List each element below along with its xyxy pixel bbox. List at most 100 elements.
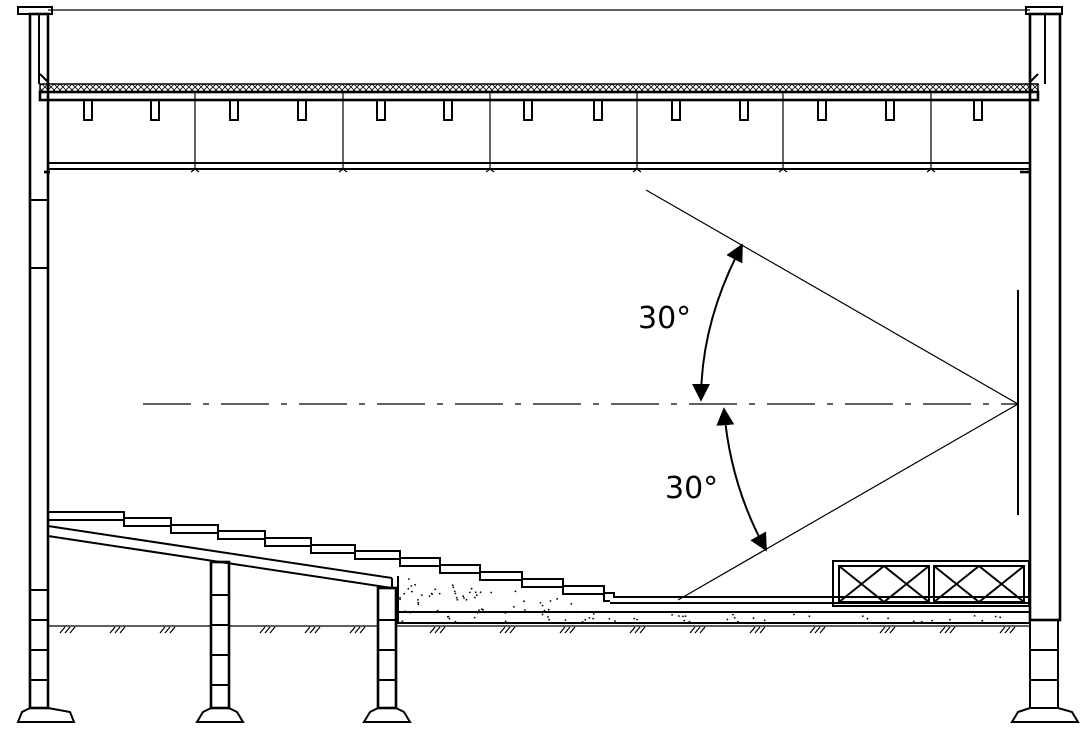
- fill-dot: [476, 612, 479, 614]
- fill-dot: [592, 613, 595, 615]
- fill-dot: [407, 578, 410, 580]
- roof-rib: [817, 100, 827, 121]
- right-column: [1010, 6, 1080, 723]
- support-column-1: [195, 560, 245, 723]
- fill-dot: [931, 619, 934, 622]
- ground-hatch: [754, 626, 761, 634]
- fill-dot: [887, 617, 889, 620]
- ground-hatch: [169, 626, 176, 634]
- ground-hatch: [109, 626, 116, 634]
- fill-dot: [683, 619, 686, 622]
- ground-hatch: [509, 626, 516, 634]
- fill-dot: [633, 617, 636, 620]
- upper-angle-label: 30°: [638, 301, 691, 336]
- fill-dot: [404, 610, 407, 613]
- fill-dot: [414, 583, 416, 586]
- fill-dot: [792, 613, 795, 616]
- ground-hatch: [569, 626, 576, 634]
- ground-hatch: [884, 626, 891, 634]
- roof-rib: [973, 100, 983, 121]
- fill-dot: [474, 591, 477, 594]
- hanger-clip: [190, 168, 200, 173]
- ground-hatch: [749, 626, 756, 634]
- ground-hatch: [304, 626, 311, 634]
- fill-dot: [403, 592, 406, 595]
- fill-dot: [409, 611, 412, 614]
- lower-angle-label: 30°: [665, 471, 718, 506]
- ground-hatch: [349, 626, 356, 634]
- ground-hatch: [634, 626, 641, 634]
- fill-dot: [678, 615, 680, 617]
- ground-hatch: [999, 626, 1006, 634]
- ground-hatch: [559, 626, 566, 634]
- fill-dot: [399, 596, 401, 599]
- fill-dot: [494, 611, 497, 613]
- fill-dot: [438, 592, 441, 595]
- roof-rib: [297, 100, 307, 121]
- fill-dot: [732, 613, 734, 616]
- fill-dot: [733, 617, 736, 619]
- fill-dot: [473, 616, 476, 619]
- fill-dot: [584, 618, 587, 621]
- fill-dot: [763, 619, 766, 622]
- ground-hatch: [309, 626, 316, 634]
- fill-dot: [417, 603, 420, 606]
- ground-hatch: [564, 626, 571, 634]
- fill-dot: [478, 609, 480, 611]
- fill-dot: [994, 615, 997, 618]
- support-column-2: [362, 586, 412, 723]
- fill-dot: [454, 592, 457, 595]
- ground-hatch: [114, 626, 121, 634]
- ground-hatch: [639, 626, 646, 634]
- fill-dot: [981, 619, 984, 622]
- fill-dot: [462, 595, 465, 598]
- ground-hatch: [269, 626, 276, 634]
- ground-hatch: [264, 626, 271, 634]
- fill-dot: [547, 608, 550, 611]
- fill-dot: [808, 615, 811, 618]
- ground-hatch: [699, 626, 706, 634]
- fill-dot: [556, 598, 559, 600]
- ground-hatch: [69, 626, 76, 634]
- roof-rib: [443, 100, 453, 121]
- fill-dot: [614, 620, 616, 622]
- ground-hatch: [949, 626, 956, 634]
- fill-dot: [752, 617, 755, 620]
- fill-dot: [973, 615, 976, 617]
- ground-hatch: [119, 626, 126, 634]
- fill-dot: [504, 620, 507, 623]
- fill-dot: [454, 620, 457, 623]
- stage-platform: [832, 560, 1030, 607]
- fill-dot: [592, 617, 595, 620]
- ground-hatch: [819, 626, 826, 634]
- ground-hatch: [504, 626, 511, 634]
- ground-hatch: [314, 626, 321, 634]
- ground-hatch: [809, 626, 816, 634]
- fill-dot: [417, 601, 420, 604]
- sight-lines: [143, 189, 1019, 601]
- ground-hatch: [694, 626, 701, 634]
- fill-dot: [479, 591, 482, 594]
- lower-angle-arc: [716, 407, 767, 552]
- fill-dot: [513, 606, 515, 608]
- roof-rib: [593, 100, 603, 121]
- ground-hatch: [59, 626, 66, 634]
- ground-hatch: [64, 626, 71, 634]
- fill-dot: [504, 612, 507, 614]
- fill-dot: [564, 619, 567, 621]
- fill-dot: [434, 588, 437, 591]
- fill-dot: [430, 592, 433, 595]
- fill-dot: [999, 616, 1002, 619]
- fill-dot: [399, 598, 401, 601]
- fill-dot: [448, 617, 451, 620]
- left-column: [16, 6, 76, 723]
- ground-hatch: [159, 626, 166, 634]
- ceiling-hangers: [190, 92, 936, 173]
- fill-dot: [682, 615, 684, 618]
- fill-dot: [410, 585, 413, 587]
- fill-dot: [523, 600, 525, 603]
- fill-dot: [949, 618, 951, 621]
- fill-dot: [407, 587, 410, 590]
- fill-dot: [575, 611, 578, 614]
- fill-dot: [428, 595, 431, 597]
